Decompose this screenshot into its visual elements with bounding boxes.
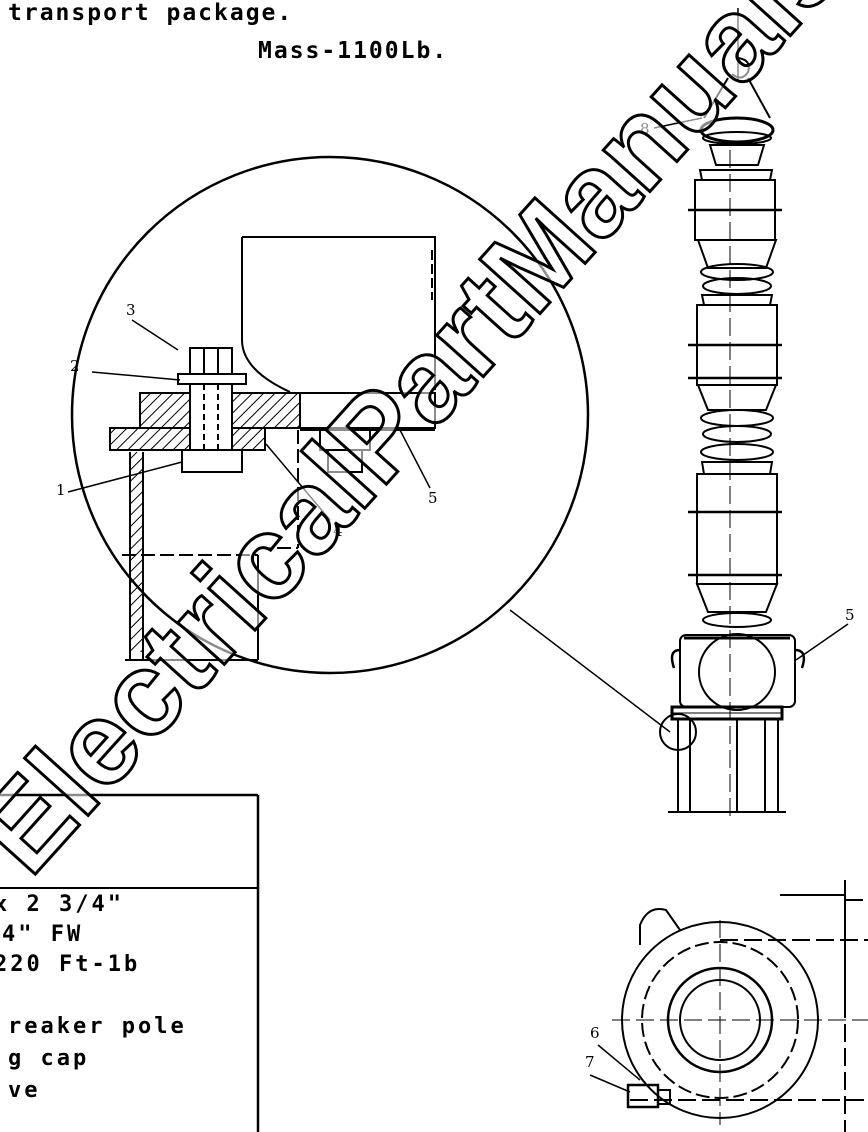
table-line-5: reaker pole	[8, 1014, 187, 1039]
table-line-2: 4" FW	[2, 922, 84, 947]
table-line-7: ve	[8, 1078, 41, 1103]
detail-circle	[70, 155, 590, 675]
callout-7: 7	[585, 1053, 595, 1071]
header-line-1: transport package.	[8, 0, 294, 26]
washer	[177, 373, 247, 385]
table-line-1: x 2 3/4"	[0, 892, 124, 917]
detail-marker-circle	[659, 713, 697, 751]
lifting-hook	[731, 57, 750, 79]
plan-bolt	[626, 1083, 660, 1109]
callout-1: 1	[56, 481, 66, 499]
callout-6: 6	[590, 1024, 600, 1042]
nut-lower	[181, 449, 243, 473]
header-mass: Mass-1100Lb.	[258, 38, 449, 64]
lifting-sling	[703, 77, 771, 119]
parts-table: x 2 3/4" 4" FW 220 Ft-1b reaker pole g c…	[0, 892, 256, 1132]
lower-flange	[109, 427, 266, 451]
lifting-cap	[699, 116, 775, 144]
bolt-head	[189, 347, 233, 375]
callout-5-detail: 5	[428, 489, 438, 507]
callout-8: 8	[640, 120, 650, 138]
detail-housing	[241, 236, 436, 393]
callout-5-pole: 5	[845, 606, 855, 624]
table-line-3: 220 Ft-1b	[0, 952, 141, 977]
callout-4: 4	[333, 522, 343, 540]
pole-base-housing	[679, 634, 796, 708]
callout-3: 3	[126, 301, 136, 319]
table-line-6: g cap	[8, 1046, 90, 1071]
callout-2: 2	[70, 357, 80, 375]
right-nut	[319, 429, 371, 451]
detail-leader-line	[509, 609, 671, 733]
